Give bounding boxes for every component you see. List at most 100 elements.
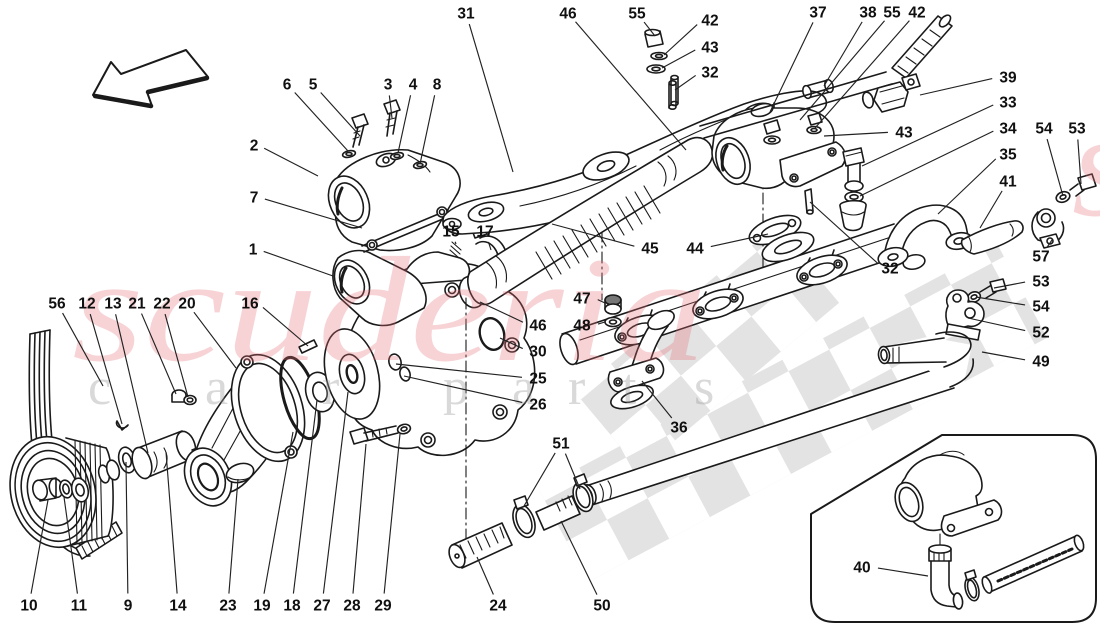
leader-line-21 xyxy=(141,313,177,395)
plug xyxy=(225,462,255,484)
leader-line-55 xyxy=(643,21,656,37)
part-label-17: 17 xyxy=(476,224,493,241)
part-label-43: 43 xyxy=(701,40,719,57)
leader-line-42 xyxy=(663,24,698,56)
leader-line-4 xyxy=(397,95,412,154)
leader-line-3 xyxy=(388,95,393,119)
leader-line-8 xyxy=(419,95,436,165)
leader-line-47 xyxy=(597,299,606,304)
part-label-9: 9 xyxy=(124,598,133,615)
watermark-edge-letter: s xyxy=(1072,82,1100,248)
part-label-45: 45 xyxy=(641,241,659,258)
leader-line-30 xyxy=(499,337,524,350)
part-label-35: 35 xyxy=(999,147,1017,164)
part-label-34: 34 xyxy=(999,121,1017,138)
leader-line-56 xyxy=(62,312,104,387)
part-label-46: 46 xyxy=(529,318,547,335)
part-label-32: 32 xyxy=(701,65,718,82)
leader-line-33 xyxy=(861,104,994,167)
leader-line-12 xyxy=(89,313,123,425)
part-label-47: 47 xyxy=(573,291,590,308)
part-label-51: 51 xyxy=(552,436,570,453)
sensor-rail xyxy=(699,14,953,139)
inset-clamp xyxy=(964,569,980,602)
inset-hose xyxy=(981,534,1085,594)
part-label-7: 7 xyxy=(250,190,259,207)
leader-line-10 xyxy=(30,499,49,594)
leader-line-17 xyxy=(487,241,492,251)
part-label-18: 18 xyxy=(283,598,301,615)
leader-line-46 xyxy=(575,21,687,151)
part-label-39: 39 xyxy=(999,70,1017,87)
part-label-49: 49 xyxy=(1032,354,1050,371)
part-label-42: 42 xyxy=(701,13,718,30)
leader-line-7 xyxy=(264,198,363,229)
part-label-32: 32 xyxy=(881,261,898,278)
part-label-8: 8 xyxy=(433,77,442,94)
small-fasteners xyxy=(115,339,318,431)
part-label-26: 26 xyxy=(529,397,547,414)
leader-line-31 xyxy=(468,23,514,173)
leader-line-43 xyxy=(661,49,696,69)
part-label-23: 23 xyxy=(219,598,237,615)
part-label-16: 16 xyxy=(241,296,259,313)
leader-line-57 xyxy=(1047,239,1053,247)
leader-line-36 xyxy=(641,380,673,419)
leader-line-53 xyxy=(993,281,1026,289)
part-label-5: 5 xyxy=(309,77,318,94)
part-label-22: 22 xyxy=(153,296,170,313)
leader-line-40 xyxy=(877,567,929,577)
leader-line-35 xyxy=(937,158,997,215)
part-label-2: 2 xyxy=(250,138,259,155)
part-label-57: 57 xyxy=(1032,249,1049,266)
leader-line-23 xyxy=(228,478,239,594)
leader-line-32 xyxy=(674,74,697,91)
part-label-33: 33 xyxy=(999,95,1017,112)
leader-line-5 xyxy=(320,92,361,137)
leader-line-43 xyxy=(823,131,888,137)
part-label-52: 52 xyxy=(1032,325,1049,342)
leader-line-34 xyxy=(859,130,994,197)
part-label-21: 21 xyxy=(128,296,146,313)
leader-line-55 xyxy=(799,20,885,121)
part-label-42: 42 xyxy=(908,5,925,22)
part-label-27: 27 xyxy=(313,598,330,615)
part-label-6: 6 xyxy=(283,77,292,94)
leader-line-41 xyxy=(979,190,1003,229)
leader-line-52 xyxy=(967,317,1026,332)
inset-box xyxy=(810,434,1097,623)
part-label-29: 29 xyxy=(374,598,392,615)
manifold-pipe xyxy=(877,204,973,271)
leader-line-16 xyxy=(262,307,309,347)
top-fastener-stack xyxy=(644,28,679,107)
gasket-pair xyxy=(748,188,815,263)
leader-line-50 xyxy=(560,520,598,595)
part-label-13: 13 xyxy=(104,296,122,313)
leader-line-26 xyxy=(403,375,523,404)
part-label-44: 44 xyxy=(686,241,704,258)
part-label-48: 48 xyxy=(573,318,591,335)
leader-line-32 xyxy=(809,201,878,264)
leader-line-14 xyxy=(165,451,178,594)
nut-and-washer xyxy=(604,294,622,328)
leader-line-45 xyxy=(551,223,635,247)
part-label-36: 36 xyxy=(670,420,688,437)
part-label-38: 38 xyxy=(859,5,877,22)
part-label-3: 3 xyxy=(384,77,393,94)
leader-line-51 xyxy=(523,452,556,507)
drain-elbow xyxy=(607,309,675,410)
leader-line-2 xyxy=(263,147,319,177)
part-label-31: 31 xyxy=(457,6,475,23)
leader-line-38 xyxy=(823,21,863,87)
part-label-41: 41 xyxy=(999,174,1017,191)
leader-line-54 xyxy=(1046,138,1064,197)
seal-and-slinger xyxy=(388,353,411,382)
part-label-43: 43 xyxy=(895,125,913,142)
leader-line-48 xyxy=(597,321,606,325)
leader-line-22 xyxy=(164,313,189,398)
part-label-56: 56 xyxy=(48,296,66,313)
part-label-54: 54 xyxy=(1035,121,1053,138)
leader-line-54 xyxy=(975,296,1026,306)
